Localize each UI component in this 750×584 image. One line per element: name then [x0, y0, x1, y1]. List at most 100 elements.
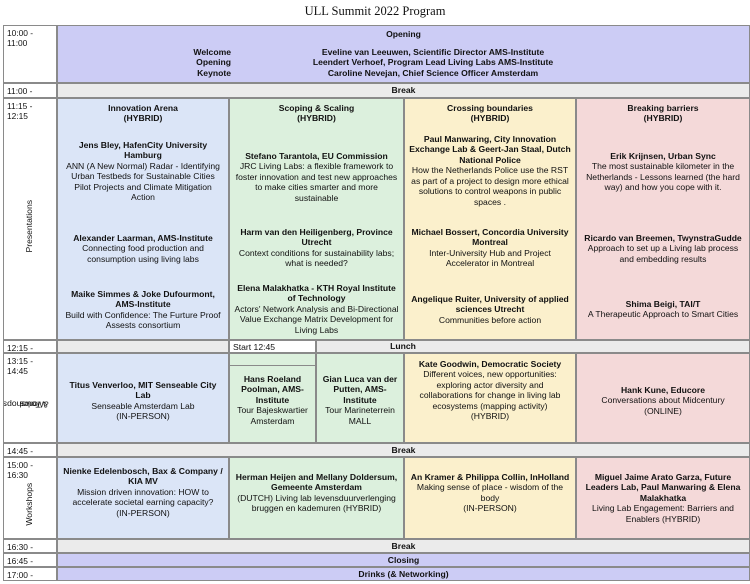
track-breaking-barriers: Breaking barriers (HYBRID) Erik Krijnsen… — [576, 98, 750, 340]
speaker-name: Nienke Edelenbosch, Bax & Company / KIA … — [63, 466, 223, 487]
presentation-entry: Harm van den Heiligenberg, Province Utre… — [234, 227, 399, 269]
speaker-name: Stefano Tarantola, EU Commission — [245, 151, 388, 161]
break-3-cell: Break — [57, 539, 750, 553]
workshops-tours-row-label: Workshops& Tours — [3, 399, 49, 410]
presentation-entry: Maike Simmes & Joke Dufourmont, AMS-Inst… — [62, 289, 224, 331]
session-description: Conversations about Midcentury — [601, 395, 725, 406]
speaker-name: Paul Manwaring, City Innovation Exchange… — [409, 134, 571, 165]
workshop-kate-goodwin: Kate Goodwin, Democratic Society Differe… — [404, 353, 576, 443]
talk-description: Context conditions for sustainability la… — [238, 247, 395, 269]
speaker-name: Erik Krijnsen, Urban Sync — [610, 151, 716, 161]
time-drinks: 17:00 - 18:00 — [3, 567, 57, 581]
opening-label-opening: Opening — [196, 57, 231, 68]
speaker-name: Jens Bley, HafenCity University Hamburg — [78, 140, 208, 161]
speaker-name: Michael Bossert, Concordia University Mo… — [411, 227, 569, 248]
speaker-name: An Kramer & Philippa Collin, InHolland — [410, 472, 570, 482]
workshops-tours-time-cell: 13:15 - 14:45 Workshops& Tours — [3, 353, 57, 443]
time-workshops-tours: 13:15 - 14:45 — [7, 356, 34, 377]
time-break-3: 16:30 - 16:45 — [3, 539, 57, 553]
time-lunch: 12:15 - 13:15 — [3, 340, 57, 353]
time-workshops: 15:00 - 16:30 — [7, 460, 34, 481]
speaker-name: Gian Luca van der Putten, AMS-Institute — [322, 374, 398, 405]
lunch-cell-left — [57, 340, 229, 353]
session-description: Making sense of place - wisdom of the bo… — [416, 482, 564, 503]
talk-description: How the Netherlands Police use the RST a… — [411, 165, 569, 207]
session-description: Senseable Amsterdam Lab — [91, 400, 195, 411]
time-break-1: 11:00 - 11:15 — [3, 83, 57, 98]
workshop-herman-heijen: Herman Heijen and Mellany Doldersum, Gem… — [229, 457, 404, 539]
presentation-entry: Erik Krijnsen, Urban Sync The most susta… — [581, 151, 745, 193]
workshops-time-cell: 15:00 - 16:30 Workshops — [3, 457, 57, 539]
speaker-name: Ricardo van Breemen, TwynstraGudde — [584, 233, 742, 243]
session-description: Living Lab Engagement: Barriers and Enab… — [592, 503, 734, 524]
talk-description: Approach to set up a Living lab process … — [587, 243, 739, 264]
speaker-name: Miguel Jaime Arato Garza, Future Leaders… — [585, 472, 741, 503]
session-description: Tour Marineterrein MALL — [325, 405, 395, 426]
speaker-name: Elena Malakhatka - KTH Royal Institute o… — [237, 283, 396, 304]
presentation-entry: Jens Bley, HafenCity University Hamburg … — [62, 140, 224, 203]
opening-speakers: Eveline van Leeuwen, Scientific Director… — [248, 47, 618, 78]
presentation-entry: Angelique Ruiter, University of applied … — [409, 294, 571, 325]
session-description: Tour Bajeskwartier Amsterdam — [237, 405, 308, 426]
presentation-entry: Elena Malakhatka - KTH Royal Institute o… — [234, 283, 399, 335]
speaker-name: Angelique Ruiter, University of applied … — [411, 294, 569, 315]
track-header: Crossing boundaries (HYBRID) — [447, 103, 533, 124]
talk-description: A Therapeutic Approach to Smart Cities — [587, 309, 739, 320]
opening-speaker: Eveline van Leeuwen, Scientific Director… — [321, 47, 545, 57]
speaker-name: Hans Roeland Poolman, AMS-Institute — [241, 374, 304, 405]
session-mode: (HYBRID) — [470, 411, 510, 422]
session-mode: (ONLINE) — [644, 405, 682, 416]
session-mode: (IN-PERSON) — [116, 411, 170, 422]
presentation-entry: Paul Manwaring, City Innovation Exchange… — [409, 134, 571, 207]
workshops-row-label: Workshops — [23, 482, 34, 526]
talk-description: Inter-University Hub and Project Acceler… — [429, 247, 551, 269]
talk-description: Build with Confidence: The Furture Proof… — [65, 309, 221, 331]
opening-labels: Welcome Opening Keynote — [183, 47, 231, 78]
session-mode: (IN-PERSON) — [463, 503, 517, 514]
time-break-2: 14:45 - 15:00 — [3, 443, 57, 457]
opening-cell: Opening Welcome Opening Keynote Eveline … — [57, 25, 750, 83]
presentation-entry: Shima Beigi, TAI/T A Therapeutic Approac… — [581, 299, 745, 320]
closing-cell: Closing — [57, 553, 750, 567]
session-description: Different voices, new opportunities: exp… — [419, 369, 561, 411]
break-1-cell: Break — [57, 83, 750, 98]
talk-description: The most sustainable kilometer in the Ne… — [586, 161, 740, 193]
presentation-entry: Michael Bossert, Concordia University Mo… — [409, 227, 571, 269]
speaker-name: Maike Simmes & Joke Dufourmont, AMS-Inst… — [71, 289, 215, 310]
talk-description: Actors' Network Analysis and Bi-Directio… — [234, 303, 399, 335]
opening-speaker: Leendert Verhoef, Program Lead Living La… — [312, 57, 554, 68]
track-header: Innovation Arena (HYBRID) — [108, 103, 178, 124]
speaker-name: Shima Beigi, TAI/T — [625, 299, 701, 309]
session-mode: (IN-PERSON) — [116, 507, 170, 518]
break-2-cell: Break — [57, 443, 750, 457]
track-header: Breaking barriers (HYBRID) — [627, 103, 699, 124]
speaker-name: Alexander Laarman, AMS-Institute — [73, 233, 213, 243]
tour-start-spacer — [229, 353, 316, 365]
talk-description: Communities before action — [438, 314, 542, 325]
workshop-miguel-arato: Miguel Jaime Arato Garza, Future Leaders… — [576, 457, 750, 539]
opening-title: Opening — [386, 29, 421, 39]
speaker-name: Kate Goodwin, Democratic Society — [418, 359, 562, 369]
presentation-entry: Stefano Tarantola, EU Commission JRC Liv… — [234, 151, 399, 203]
page-title: ULL Summit 2022 Program — [304, 4, 446, 18]
tour-bajeskwartier: Hans Roeland Poolman, AMS-Institute Tour… — [229, 365, 316, 443]
presentations-time-cell: 11:15 - 12:15 Presentations — [3, 98, 57, 340]
opening-label-keynote: Keynote — [197, 67, 231, 78]
workshop-hank-kune: Hank Kune, Educore Conversations about M… — [576, 353, 750, 443]
speaker-name: Herman Heijen and Mellany Doldersum, Gem… — [235, 472, 398, 493]
opening-speaker: Caroline Nevejan, Chief Science Officer … — [327, 67, 539, 78]
time-presentations: 11:15 - 12:15 — [7, 101, 33, 122]
lunch-label: Lunch — [390, 341, 416, 352]
workshop-nienke: Nienke Edelenbosch, Bax & Company / KIA … — [57, 457, 229, 539]
tour-start-note: Start 12:45 — [229, 340, 316, 353]
presentations-row-label: Presentations — [23, 199, 34, 253]
time-closing: 16:45 - 17:00 — [3, 553, 57, 567]
lunch-cell: Lunch — [316, 340, 750, 353]
speaker-name: Harm van den Heiligenberg, Province Utre… — [240, 227, 393, 248]
speaker-name: Hank Kune, Educore — [620, 385, 706, 395]
session-description: (DUTCH) Living lab levensduurverlenging … — [237, 492, 396, 514]
workshop-titus: Titus Venverloo, MIT Senseable City Lab … — [57, 353, 229, 443]
speaker-name: Titus Venverloo, MIT Senseable City Lab — [69, 380, 217, 401]
time-opening: 10:00 - 11:00 — [3, 25, 57, 83]
drinks-cell: Drinks (& Networking) — [57, 567, 750, 581]
